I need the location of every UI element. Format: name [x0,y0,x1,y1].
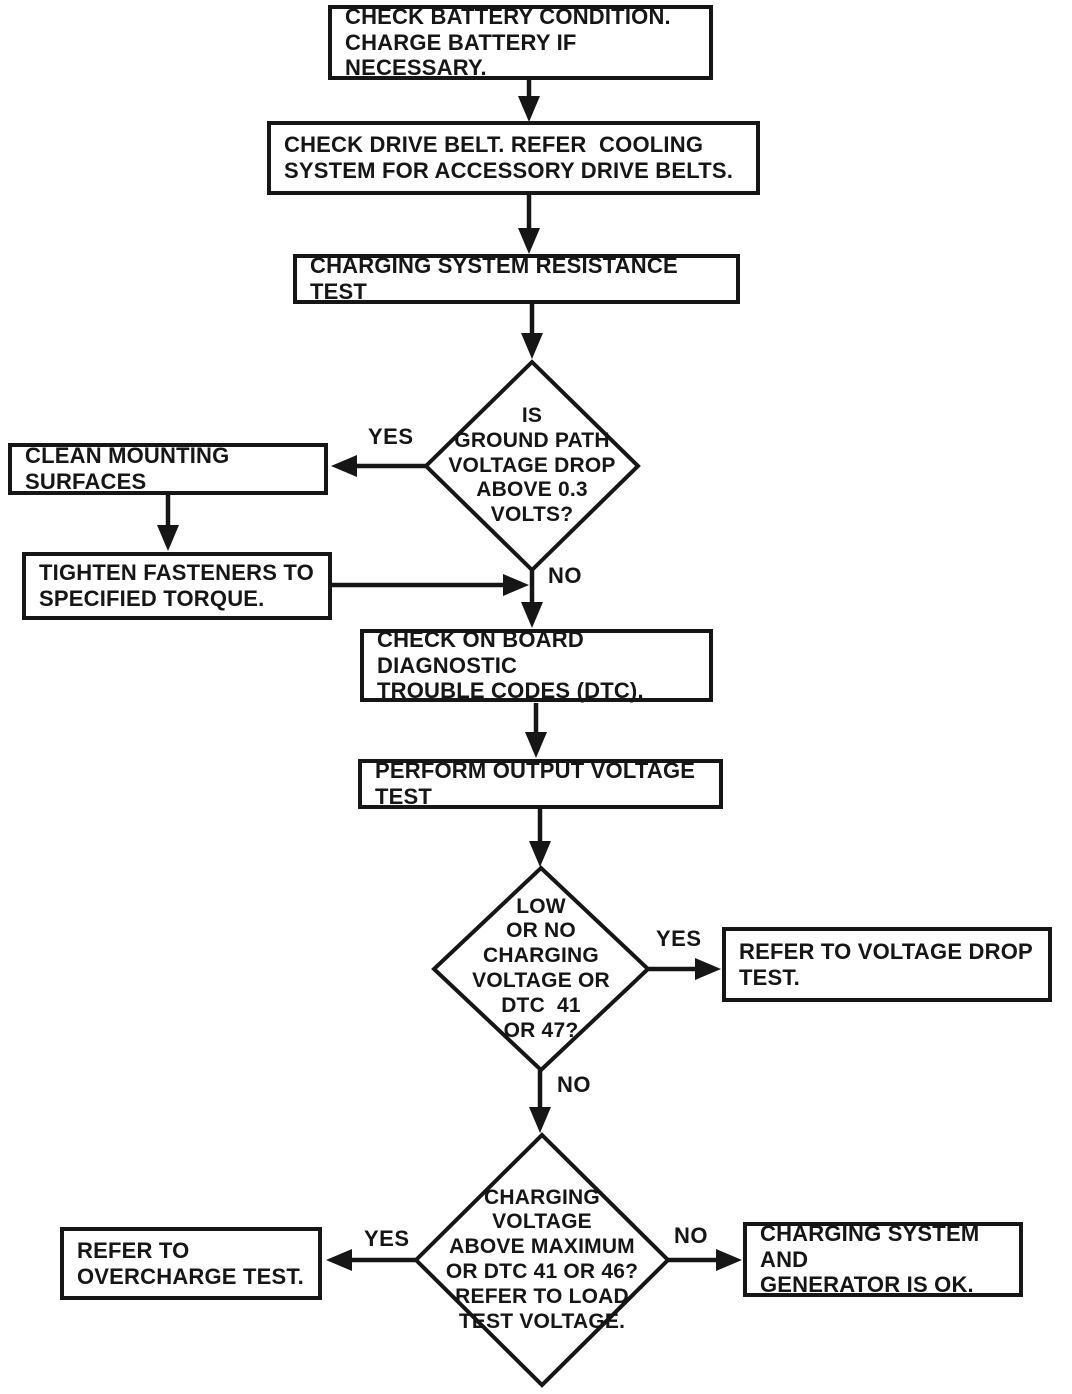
arrow-ground-yes-to-clean [331,455,426,477]
node-tighten-fasteners-label: TIGHTEN FASTENERS TO SPECIFIED TORQUE. [39,560,314,611]
edge-label-ground-path-no: NO [548,563,582,588]
node-voltage-drop-test: REFER TO VOLTAGE DROP TEST. [722,927,1052,1002]
arrow-resistance-to-ground-decision [521,304,543,359]
arrow-ground-no-to-dtc [521,570,543,628]
decision-low-voltage-label: LOW OR NO CHARGING VOLTAGE OR DTC 41 OR … [472,894,610,1042]
arrow-belt-to-resistance [518,195,540,254]
node-output-voltage-test-label: PERFORM OUTPUT VOLTAGE TEST [375,758,702,809]
node-check-drive-belt: CHECK DRIVE BELT. REFER COOLING SYSTEM F… [267,121,760,195]
edge-label-low-voltage-no: NO [557,1072,591,1097]
node-system-ok-label: CHARGING SYSTEM AND GENERATOR IS OK. [760,1221,980,1298]
decision-overvoltage-text: CHARGING VOLTAGE ABOVE MAXIMUM OR DTC 41… [422,1150,662,1370]
node-resistance-test-label: CHARGING SYSTEM RESISTANCE TEST [310,253,685,304]
node-clean-surfaces: CLEAN MOUNTING SURFACES [8,443,328,495]
decision-overvoltage-label: CHARGING VOLTAGE ABOVE MAXIMUM OR DTC 41… [445,1185,639,1333]
arrow-overvoltage-yes-to-overcharge [326,1249,416,1271]
node-check-drive-belt-label: CHECK DRIVE BELT. REFER COOLING SYSTEM F… [284,132,734,183]
arrow-overvoltage-no-to-system-ok [668,1249,742,1271]
node-overcharge-test-label: REFER TO OVERCHARGE TEST. [77,1237,304,1289]
decision-ground-path-label: IS GROUND PATH VOLTAGE DROP ABOVE 0.3 VO… [448,404,616,527]
node-check-dtc: CHECK ON BOARD DIAGNOSTIC TROUBLE CODES … [360,627,713,704]
edge-label-overvoltage-no: NO [674,1223,708,1248]
arrow-low-no-to-overvoltage-decision [529,1070,551,1133]
edge-label-low-voltage-yes: YES [656,926,702,951]
node-check-battery-label: CHECK BATTERY CONDITION. CHARGE BATTERY … [345,4,671,81]
node-overcharge-test: REFER TO OVERCHARGE TEST. [60,1227,322,1300]
decision-ground-path-text: IS GROUND PATH VOLTAGE DROP ABOVE 0.3 VO… [432,366,632,566]
node-clean-surfaces-label: CLEAN MOUNTING SURFACES [25,443,236,494]
edge-label-overvoltage-yes: YES [364,1226,410,1251]
node-output-voltage-test: PERFORM OUTPUT VOLTAGE TEST [358,758,723,809]
decision-diamond-overvoltage [413,1132,671,1388]
node-system-ok: CHARGING SYSTEM AND GENERATOR IS OK. [743,1221,1023,1298]
node-check-battery: CHECK BATTERY CONDITION. CHARGE BATTERY … [328,4,713,81]
node-voltage-drop-test-label: REFER TO VOLTAGE DROP TEST. [739,938,1033,990]
edge-label-ground-path-yes: YES [368,424,414,449]
arrow-output-test-to-low-decision [529,809,551,867]
arrow-battery-to-belt [518,80,540,122]
arrow-tighten-to-main-line [332,574,529,596]
node-tighten-fasteners: TIGHTEN FASTENERS TO SPECIFIED TORQUE. [22,552,332,620]
arrow-dtc-to-output-test [525,703,547,758]
node-resistance-test: CHARGING SYSTEM RESISTANCE TEST [293,253,740,304]
arrow-low-yes-to-voltage-drop [648,958,721,980]
node-check-dtc-label: CHECK ON BOARD DIAGNOSTIC TROUBLE CODES … [377,627,644,704]
arrow-clean-to-tighten [157,495,179,551]
decision-low-voltage-text: LOW OR NO CHARGING VOLTAGE OR DTC 41 OR … [441,869,641,1069]
